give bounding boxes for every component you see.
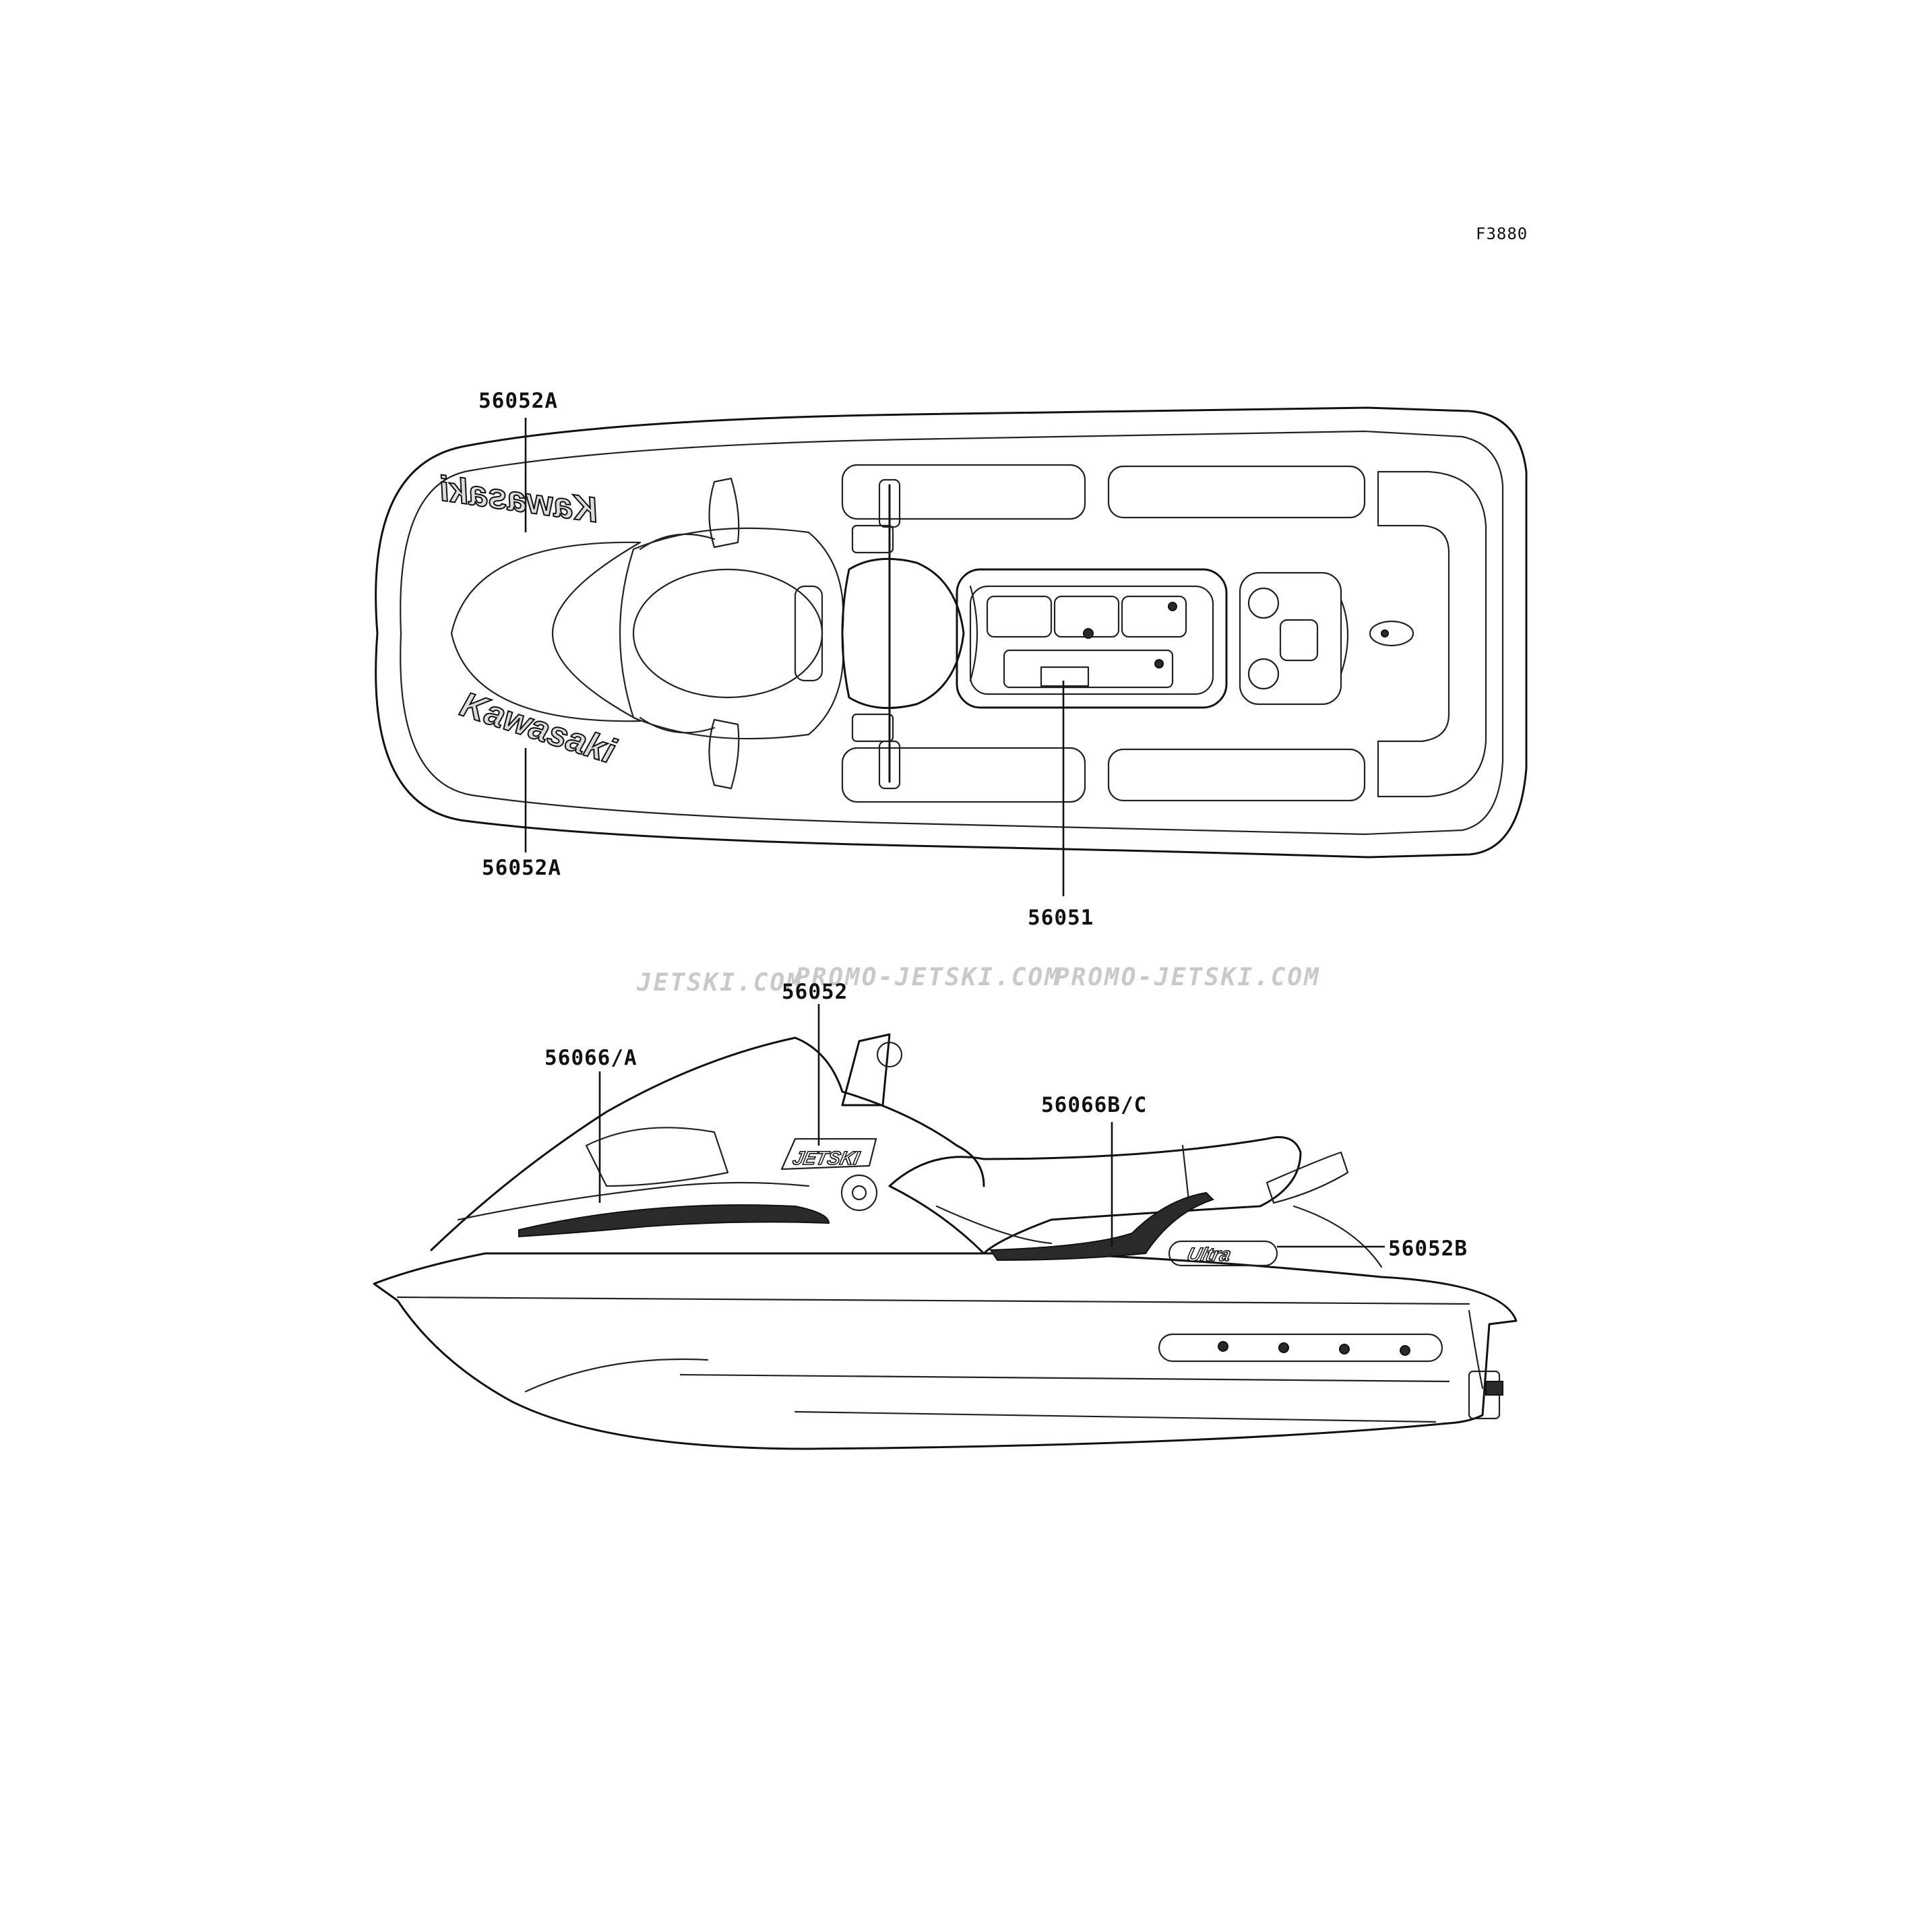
callout-56052B: 56052B	[1388, 1237, 1468, 1261]
side-vent-strip	[1158, 1333, 1443, 1363]
fuel-cap	[840, 1174, 878, 1212]
side-hull-outline	[373, 1252, 1518, 1450]
callout-56051: 56051	[1028, 906, 1094, 930]
watermark-3: PROMO-JETSKI.COM	[1055, 964, 1321, 991]
callout-56052: 56052	[782, 980, 848, 1004]
front-cowl	[430, 1036, 985, 1251]
callout-56066-A: 56066/A	[544, 1046, 637, 1070]
kawasaki-decal-upper: Kawasaki	[436, 469, 600, 530]
watermark-strip: JETSKI.COM PROMO-JETSKI.COM PROMO-JETSKI…	[636, 964, 1321, 997]
tow-hook	[1369, 620, 1414, 647]
watermark-2: PROMO-JETSKI.COM	[795, 964, 1061, 991]
hood	[619, 527, 844, 740]
watermark-1: JETSKI.COM	[636, 969, 803, 997]
side-view-jetski: JETSKI Ultra 56052 56066/A 56066B/C 5605…	[373, 980, 1518, 1450]
hull-outline	[375, 406, 1528, 859]
hull-inner-outline	[400, 430, 1504, 836]
callout-56052A-lower: 56052A	[482, 856, 561, 880]
jetski-decal: JETSKI	[791, 1147, 863, 1168]
mirror-upper	[708, 477, 740, 549]
engine-bay	[956, 568, 1228, 709]
figure-code: F3880	[1476, 224, 1528, 243]
engine-label-decal	[1040, 666, 1090, 687]
side-seat	[888, 1136, 1302, 1255]
footwell-pad-upper-rear	[1107, 465, 1366, 519]
model-badge-decal: Ultra	[1185, 1244, 1233, 1266]
kawasaki-decal-lower: Kawasaki	[456, 685, 621, 772]
handlepole	[841, 1033, 891, 1107]
footwell-pad-lower-front	[841, 747, 1086, 803]
footwell-pad-lower-rear	[1107, 748, 1366, 802]
mirror-lower	[708, 718, 740, 790]
grip-upper	[878, 478, 901, 528]
footwell-pad-upper-front	[841, 464, 1086, 520]
top-view-jetski: Kawasaki Kawasaki 56052A 56052A 56051	[375, 389, 1528, 930]
rear-stripe-decal	[989, 1191, 1214, 1261]
callout-56052A-upper: 56052A	[478, 389, 558, 413]
jetski-decal-panel	[780, 1138, 877, 1171]
callout-56066B-C: 56066B/C	[1041, 1093, 1147, 1117]
front-stripe-decal	[518, 1204, 830, 1238]
seat	[841, 557, 965, 710]
